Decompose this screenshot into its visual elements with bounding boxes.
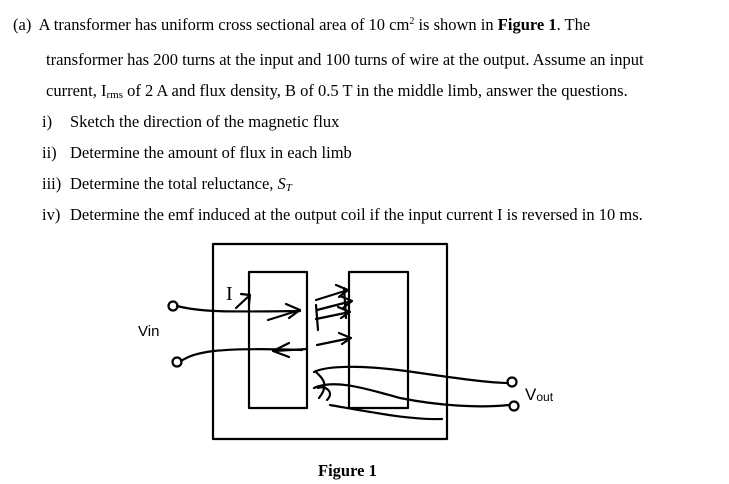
figure-reference: Figure 1 bbox=[497, 15, 557, 34]
vout-label: Vout bbox=[525, 385, 554, 404]
item-text: Sketch the direction of the magnetic flu… bbox=[70, 112, 340, 131]
question-text-1a: A transformer has uniform cross sectiona… bbox=[38, 15, 410, 34]
output-winding-2 bbox=[312, 383, 511, 408]
question-text-1b: is shown in bbox=[414, 15, 498, 34]
question-text-3b: of 2 A and flux density, B of 0.5 T in t… bbox=[122, 81, 628, 100]
item-number: i) bbox=[42, 112, 53, 131]
reluctance-subscript: T bbox=[285, 182, 292, 194]
question-item-1: i) Sketch the direction of the magnetic f… bbox=[42, 112, 339, 132]
output-winding-5 bbox=[328, 403, 444, 421]
question-line-3: current, Irms of 2 A and flux density, B… bbox=[46, 81, 628, 105]
input-wire-top bbox=[175, 304, 302, 313]
flux-mark-top bbox=[342, 286, 348, 320]
part-label: (a) bbox=[13, 15, 32, 34]
question-text-1c: . The bbox=[556, 15, 591, 34]
current-arrow bbox=[234, 292, 252, 310]
superscript-2: 2 bbox=[409, 16, 415, 27]
output-winding-4 bbox=[316, 386, 332, 402]
flux-mark-mid bbox=[314, 303, 320, 332]
item-text: Determine the total reluctance, bbox=[70, 174, 278, 193]
question-line-2: transformer has 200 turns at the input a… bbox=[46, 50, 644, 70]
item-number: ii) bbox=[42, 143, 57, 162]
vout-label-main: V bbox=[525, 385, 537, 404]
question-item-2: ii) Determine the amount of flux in each … bbox=[42, 143, 352, 163]
item-number: iii) bbox=[42, 174, 62, 193]
input-terminal-bottom bbox=[171, 356, 183, 368]
vin-label: Vin bbox=[138, 323, 159, 340]
question-text-3a: current, I bbox=[46, 81, 107, 100]
question-line-1: (a) A transformer has uniform cross sect… bbox=[13, 15, 590, 35]
current-label: I bbox=[226, 283, 233, 305]
question-item-3: iii) Determine the total reluctance, ST bbox=[42, 174, 292, 198]
reluctance-symbol: S bbox=[277, 174, 286, 193]
question-item-4: iv) Determine the emf induced at the outp… bbox=[42, 205, 643, 225]
output-winding-3 bbox=[314, 370, 326, 400]
subscript-rms: rms bbox=[106, 89, 123, 101]
item-text: Determine the amount of flux in each lim… bbox=[70, 143, 352, 162]
input-arrow-bottom bbox=[271, 341, 309, 359]
item-text: Determine the emf induced at the output … bbox=[70, 205, 643, 224]
figure-caption: Figure 1 bbox=[318, 461, 377, 480]
output-terminal-top bbox=[506, 376, 518, 388]
input-arrow-top bbox=[266, 302, 302, 322]
flux-arrow-3 bbox=[314, 305, 352, 321]
flux-arrow-1 bbox=[314, 283, 350, 302]
flux-arrow-4 bbox=[315, 331, 353, 347]
vout-label-sub: out bbox=[536, 390, 553, 404]
question-text-2: transformer has 200 turns at the input a… bbox=[46, 50, 644, 69]
core-outer bbox=[211, 242, 449, 441]
core-window-left bbox=[247, 270, 309, 410]
item-number: iv) bbox=[42, 205, 61, 224]
output-winding-1 bbox=[312, 365, 510, 385]
output-terminal-bottom bbox=[508, 400, 520, 412]
